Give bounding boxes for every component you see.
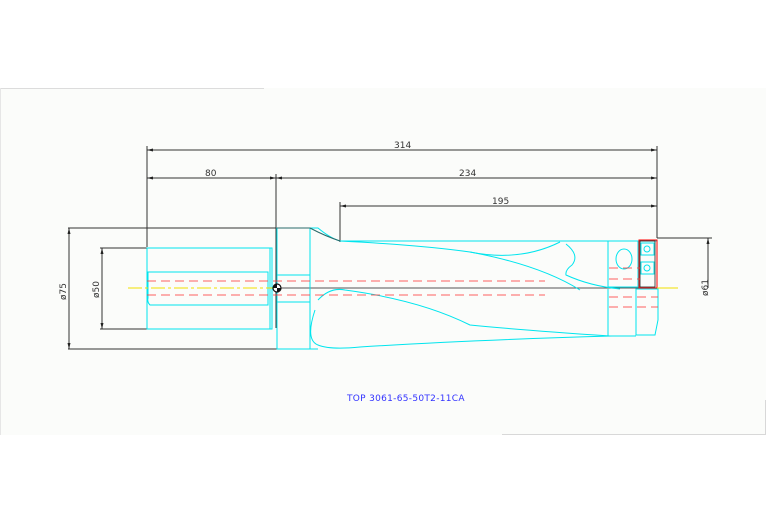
dim-flute-length: 195 bbox=[492, 197, 509, 207]
dim-cutting-diameter: ø61 bbox=[701, 279, 711, 296]
dim-shank-length: 80 bbox=[205, 169, 217, 179]
coolant-hidden-lines bbox=[147, 267, 658, 308]
dimension-arrows bbox=[67, 148, 710, 349]
insert-outline bbox=[638, 239, 658, 289]
dim-overall-length: 314 bbox=[394, 141, 411, 151]
insert-pocket bbox=[639, 240, 656, 288]
neck-profile bbox=[277, 227, 341, 242]
canvas-border-left bbox=[0, 88, 1, 435]
dim-flange-diameter: ø75 bbox=[59, 283, 69, 300]
part-number-label: TOP 3061-65-50T2-11CA bbox=[346, 394, 465, 404]
canvas-border-right bbox=[765, 400, 766, 435]
coolant-inlet-marker bbox=[272, 283, 282, 293]
dim-shank-diameter: ø50 bbox=[92, 281, 102, 298]
canvas-border-bottom bbox=[502, 434, 766, 435]
dimension-lines bbox=[68, 146, 712, 350]
dim-body-length: 234 bbox=[459, 169, 476, 179]
canvas-border-top bbox=[0, 88, 264, 89]
